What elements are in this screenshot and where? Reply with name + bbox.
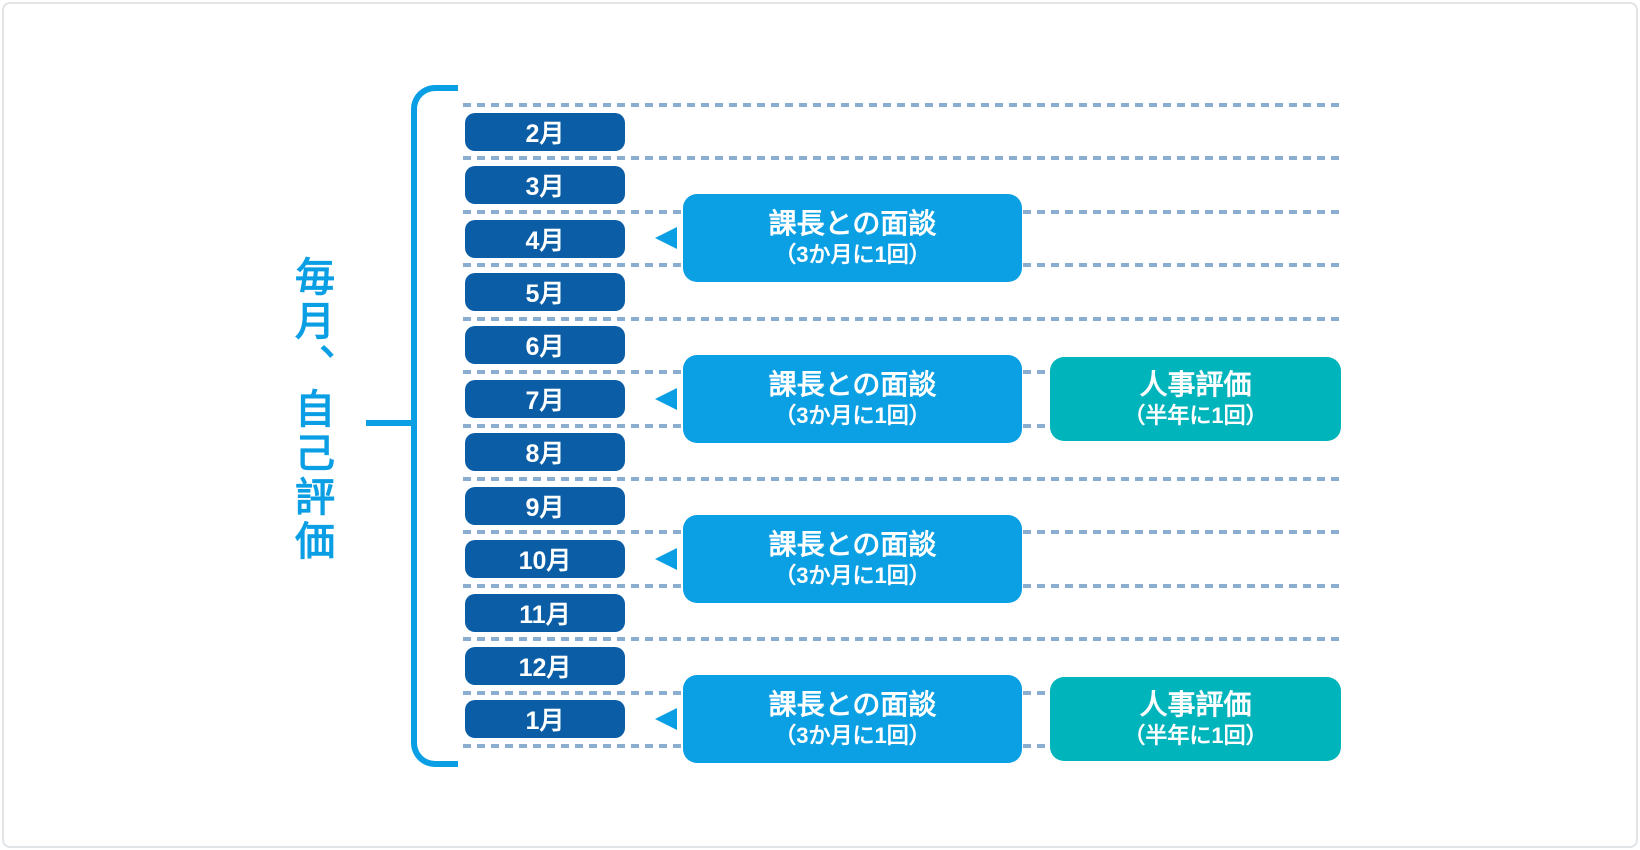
month-separator-line — [463, 477, 1340, 481]
meeting-box-apr: 課長との面談 （3か月に1回） — [683, 194, 1022, 282]
month-pill-aug: 8月 — [465, 433, 625, 471]
meeting-box-title: 課長との面談 — [768, 369, 937, 400]
month-pill-may: 5月 — [465, 273, 625, 311]
month-pill-nov: 11月 — [465, 594, 625, 632]
month-pill-oct: 10月 — [465, 540, 625, 578]
month-pill-jul: 7月 — [465, 380, 625, 418]
month-pill-sep: 9月 — [465, 487, 625, 525]
hr-evaluation-box-jan: 人事評価 （半年に1回） — [1050, 677, 1341, 761]
month-separator-line — [463, 156, 1340, 160]
hr-box-subtitle: （半年に1回） — [1123, 402, 1268, 428]
meeting-box-jan: 課長との面談 （3か月に1回） — [683, 675, 1022, 763]
hr-evaluation-box-jul: 人事評価 （半年に1回） — [1050, 357, 1341, 441]
meeting-box-title: 課長との面談 — [768, 529, 937, 560]
meeting-box-oct: 課長との面談 （3か月に1回） — [683, 515, 1022, 603]
bracket-tick — [366, 420, 412, 426]
bracket — [411, 85, 458, 767]
hr-box-subtitle: （半年に1回） — [1123, 722, 1268, 748]
meeting-box-jul: 課長との面談 （3か月に1回） — [683, 355, 1022, 443]
arrow-left-icon — [655, 227, 677, 249]
month-pill-jan: 1月 — [465, 700, 625, 738]
month-separator-line — [463, 103, 1340, 107]
month-pill-dec: 12月 — [465, 647, 625, 685]
month-pill-mar: 3月 — [465, 166, 625, 204]
month-pill-feb: 2月 — [465, 113, 625, 151]
month-separator-line — [463, 317, 1340, 321]
bracket-label: 毎月、自己評価 — [289, 256, 333, 564]
hr-box-title: 人事評価 — [1139, 369, 1252, 400]
meeting-box-title: 課長との面談 — [768, 208, 937, 239]
meeting-box-subtitle: （3か月に1回） — [774, 241, 931, 267]
arrow-left-icon — [655, 708, 677, 730]
month-pill-jun: 6月 — [465, 326, 625, 364]
hr-box-title: 人事評価 — [1139, 689, 1252, 720]
meeting-box-subtitle: （3か月に1回） — [774, 562, 931, 588]
meeting-box-title: 課長との面談 — [768, 689, 937, 720]
meeting-box-subtitle: （3か月に1回） — [774, 722, 931, 748]
meeting-box-subtitle: （3か月に1回） — [774, 402, 931, 428]
month-pill-apr: 4月 — [465, 220, 625, 258]
month-separator-line — [463, 637, 1340, 641]
arrow-left-icon — [655, 548, 677, 570]
arrow-left-icon — [655, 388, 677, 410]
